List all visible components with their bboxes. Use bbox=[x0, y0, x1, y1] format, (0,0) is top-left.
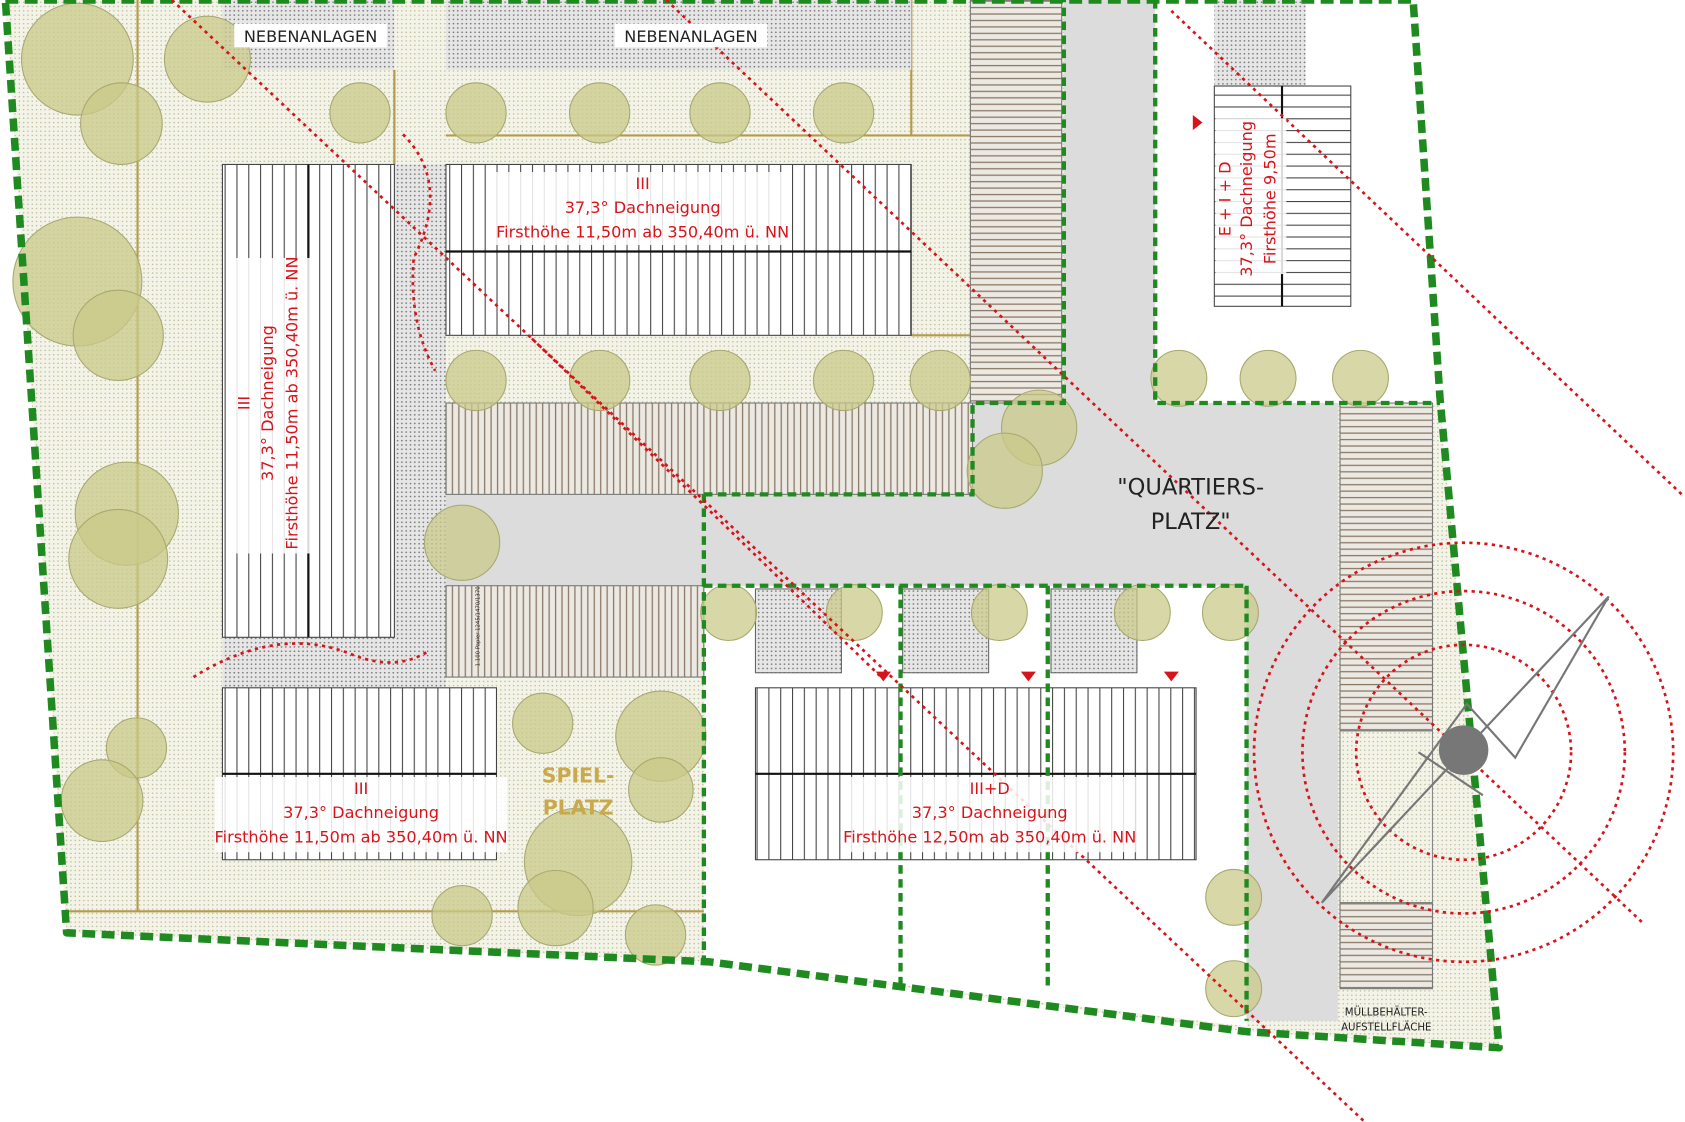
parking-south bbox=[445, 585, 705, 678]
svg-text:37,3° Dachneigung: 37,3° Dachneigung bbox=[1237, 121, 1256, 277]
caption-building-southeast: III+D 37,3° Dachneigung Firsthöhe 12,50m… bbox=[843, 776, 1136, 853]
svg-text:Firsthöhe 11,50m ab 350,40m ü.: Firsthöhe 11,50m ab 350,40m ü. NN bbox=[283, 256, 302, 549]
footpath-bottom bbox=[222, 637, 395, 688]
label-spielplatz-1: SPIEL- bbox=[542, 763, 615, 787]
svg-text:Firsthöhe 11,50m ab 350,40m ü.: Firsthöhe 11,50m ab 350,40m ü. NN bbox=[215, 828, 508, 847]
ancillary-e bbox=[1214, 0, 1306, 87]
caption-building-east: E + I + D 37,3° Dachneigung Firsthöhe 9,… bbox=[1215, 118, 1287, 277]
entrance-markers bbox=[875, 115, 1203, 682]
svg-text:Firsthöhe 11,50m ab 350,40m ü.: Firsthöhe 11,50m ab 350,40m ü. NN bbox=[496, 223, 789, 242]
svg-text:37,3° Dachneigung: 37,3° Dachneigung bbox=[565, 198, 721, 217]
parking-middle bbox=[445, 402, 974, 495]
footpath bbox=[394, 164, 446, 688]
svg-text:E + I + D: E + I + D bbox=[1215, 161, 1234, 236]
svg-text:37,3° Dachneigung: 37,3° Dachneigung bbox=[912, 803, 1068, 822]
caption-building-west: III 37,3° Dachneigung Firsthöhe 11,50m a… bbox=[234, 256, 312, 554]
north-arrow-icon bbox=[1320, 595, 1610, 904]
parking-north bbox=[969, 0, 1063, 404]
svg-text:37,3° Dachneigung: 37,3° Dachneigung bbox=[258, 325, 277, 481]
muell-area bbox=[1339, 730, 1434, 904]
sightlines bbox=[171, 0, 1683, 1122]
site-boundary bbox=[1, 0, 1503, 1052]
bin-boxes bbox=[754, 588, 1138, 674]
svg-text:III: III bbox=[234, 396, 253, 410]
caption-building-southwest: III 37,3° Dachneigung Firsthöhe 11,50m a… bbox=[215, 776, 508, 853]
svg-text:37,3° Dachneigung: 37,3° Dachneigung bbox=[283, 803, 439, 822]
label-nebenanlagen-2: NEBENANLAGEN bbox=[624, 27, 757, 46]
svg-text:III+D: III+D bbox=[970, 779, 1010, 798]
label-muell-2: AUFSTELLFLÄCHE bbox=[1341, 1021, 1431, 1034]
svg-text:III: III bbox=[354, 779, 368, 798]
label-spielplatz-2: PLATZ bbox=[543, 796, 614, 820]
svg-text:Firsthöhe 9,50m: Firsthöhe 9,50m bbox=[1261, 133, 1280, 264]
label-nebenanlagen-1: NEBENANLAGEN bbox=[244, 27, 377, 46]
label-quartiersplatz-1: "QUARTIERS- bbox=[1117, 474, 1264, 500]
svg-text:III: III bbox=[635, 174, 649, 193]
label-quartiersplatz-2: PLATZ" bbox=[1151, 509, 1231, 535]
label-papier: 1.100 Papier 1245/1470/1370 bbox=[475, 586, 481, 667]
label-muell-1: MÜLLBEHÄLTER- bbox=[1345, 1006, 1428, 1019]
parking-east bbox=[1339, 402, 1434, 732]
caption-building-north: III 37,3° Dachneigung Firsthöhe 11,50m a… bbox=[496, 171, 789, 246]
svg-text:Firsthöhe 12,50m ab 350,40m ü.: Firsthöhe 12,50m ab 350,40m ü. NN bbox=[843, 828, 1136, 847]
plaza bbox=[445, 0, 1338, 1021]
